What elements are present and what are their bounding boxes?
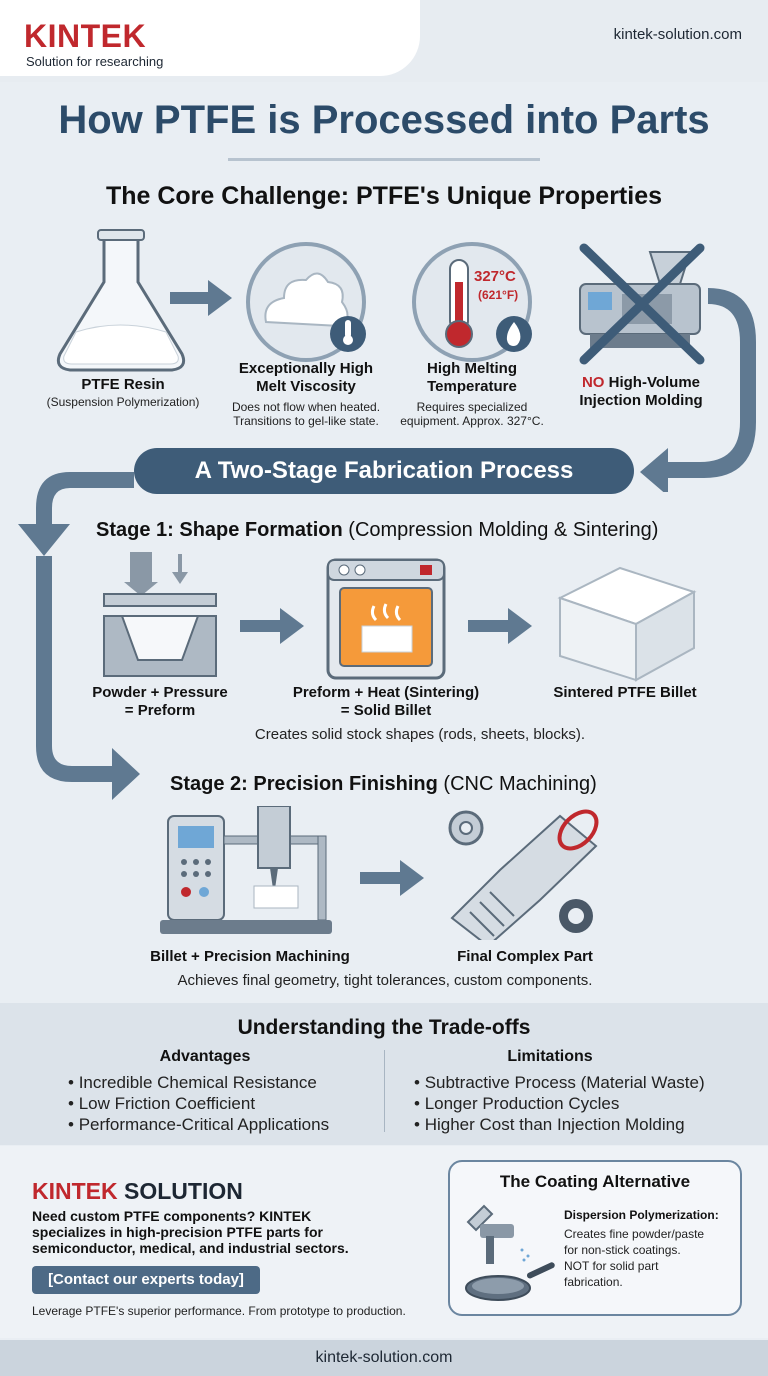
stage1-step1-line2: = Preform <box>124 702 196 719</box>
stage1-illustrations <box>103 552 697 682</box>
cnc-machine-icon <box>160 806 332 934</box>
core-challenge-heading: The Core Challenge: PTFE's Unique Proper… <box>105 182 663 210</box>
stage2-heading-bold: Stage 2: Precision Finishing <box>170 773 438 795</box>
stage2-step1: Billet + Precision Machining <box>150 948 350 965</box>
melting-label-1: High Melting <box>427 360 517 377</box>
promo-text-3: semiconductor, medical, and industrial s… <box>32 1240 349 1256</box>
arrow-right-icon <box>240 608 304 644</box>
promo-footnote: Leverage PTFE's superior performance. Fr… <box>32 1304 406 1318</box>
promo-brand-dark: SOLUTION <box>124 1178 243 1204</box>
limitations-list: Subtractive Process (Material Waste) Lon… <box>414 1072 744 1135</box>
viscosity-label-1: Exceptionally High <box>238 360 374 377</box>
stage1-heading: Stage 1: Shape Formation (Compression Mo… <box>96 518 658 542</box>
advantage-item: Performance-Critical Applications <box>68 1114 368 1135</box>
arrow-right-icon <box>170 280 232 316</box>
spray-gun-icon <box>466 1204 530 1264</box>
flow-arrow-left <box>18 472 140 800</box>
injection-label-1: High-Volume <box>608 374 701 391</box>
melting-label-2: Temperature <box>427 378 517 395</box>
final-part-icon <box>448 809 599 940</box>
advantage-item: Incredible Chemical Resistance <box>68 1072 368 1093</box>
injection-label-2: Injection Molding <box>579 392 703 409</box>
flask-icon <box>56 229 186 372</box>
advantage-item: Low Friction Coefficient <box>68 1093 368 1114</box>
thermometer-icon <box>412 242 532 362</box>
melt-viscosity-icon <box>246 242 366 362</box>
stage1-step2-line2: = Solid Billet <box>340 702 432 719</box>
brand-logo: KINTEK <box>24 18 147 54</box>
viscosity-sub-1: Does not flow when heated. <box>231 400 381 414</box>
temp-fahrenheit: (621°F) <box>478 288 519 302</box>
page-title: How PTFE is Processed into Parts <box>58 98 710 142</box>
coating-line-3: NOT for solid part <box>564 1259 659 1273</box>
title-divider <box>228 158 540 161</box>
site-url-bottom[interactable]: kintek-solution.com <box>315 1349 453 1366</box>
advantages-heading: Advantages <box>159 1048 251 1065</box>
advantages-list: Incredible Chemical Resistance Low Frict… <box>68 1072 368 1135</box>
arrow-right-icon <box>360 860 424 896</box>
flow-arrow-icon <box>18 472 134 556</box>
resin-sub: (Suspension Polymerization) <box>46 395 200 409</box>
compression-mold-icon <box>103 552 217 677</box>
stage2-note: Achieves final geometry, tight tolerance… <box>177 972 593 989</box>
frying-pan-icon <box>465 1262 555 1301</box>
viscosity-sub-2: Transitions to gel-like state. <box>233 414 379 428</box>
process-banner: A Two-Stage Fabrication Process <box>134 448 634 494</box>
stage1-heading-rest: (Compression Molding & Sintering) <box>348 519 659 541</box>
injection-molding-machine-icon <box>579 243 705 365</box>
limitation-item: Longer Production Cycles <box>414 1093 744 1114</box>
resin-label: PTFE Resin <box>81 376 165 393</box>
tradeoffs-divider <box>384 1050 385 1132</box>
viscosity-label-2: Melt Viscosity <box>256 378 356 395</box>
injection-label: NO High-Volume <box>566 374 716 392</box>
site-url-top[interactable]: kintek-solution.com <box>613 26 742 43</box>
promo-text-1: Need custom PTFE components? KINTEK <box>32 1208 312 1224</box>
spray-gun-pan-illustration <box>465 1204 555 1301</box>
stage2-heading-rest: (CNC Machining) <box>443 773 597 795</box>
limitation-item: Higher Cost than Injection Molding <box>414 1114 744 1135</box>
injection-no: NO <box>581 374 605 391</box>
temp-celsius: 327°C <box>474 268 516 285</box>
coating-heading: The Coating Alternative <box>499 1172 691 1191</box>
coating-line-1: Creates fine powder/paste <box>564 1227 705 1241</box>
return-arrow-icon <box>640 288 756 492</box>
sintering-oven-icon <box>326 558 446 680</box>
stage2-heading: Stage 2: Precision Finishing (CNC Machin… <box>170 772 597 796</box>
contact-experts-button[interactable]: [Contact our experts today] <box>32 1266 260 1294</box>
core-illustrations <box>56 229 756 492</box>
coating-line-4: fabrication. <box>564 1275 623 1289</box>
stage2-illustrations <box>160 806 599 940</box>
arrow-right-icon <box>468 608 532 644</box>
stage1-step3: Sintered PTFE Billet <box>553 684 697 701</box>
stage1-note: Creates solid stock shapes (rods, sheets… <box>254 726 586 743</box>
stage1-step1-line1: Powder + Pressure <box>92 684 228 701</box>
stage1-heading-bold: Stage 1: Shape Formation <box>96 519 343 541</box>
melting-sub-1: Requires specialized <box>416 400 528 414</box>
brand-tagline: Solution for researching <box>26 54 164 69</box>
coating-line-2: for non-stick coatings. <box>564 1243 681 1257</box>
melting-sub-2: equipment. Approx. 327°C. <box>400 414 544 428</box>
promo-brand: KINTEK SOLUTION <box>32 1178 243 1205</box>
coating-label: Dispersion Polymerization: <box>564 1208 719 1222</box>
limitations-heading: Limitations <box>507 1048 593 1065</box>
promo-brand-red: KINTEK <box>32 1178 118 1204</box>
billet-block-icon <box>557 566 697 682</box>
stage1-step2-line1: Preform + Heat (Sintering) <box>292 684 480 701</box>
footer-bar <box>0 1340 768 1376</box>
stage2-step2: Final Complex Part <box>457 948 593 965</box>
header-brand-panel <box>0 0 420 76</box>
promo-text-2: specializes in high-precision PTFE parts… <box>32 1224 323 1240</box>
limitation-item: Subtractive Process (Material Waste) <box>414 1072 744 1093</box>
tradeoffs-heading: Understanding the Trade-offs <box>237 1016 531 1039</box>
